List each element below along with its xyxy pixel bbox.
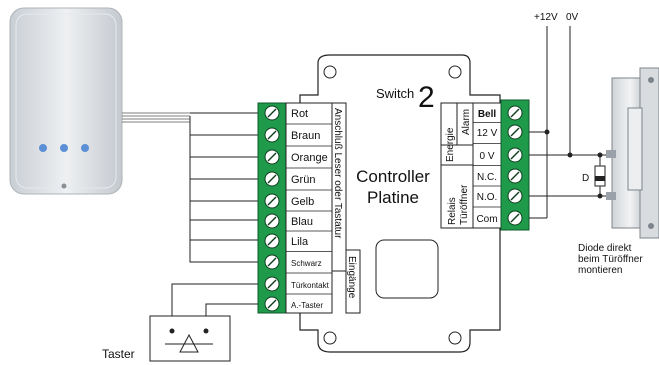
right-terminal-label: Bell: [478, 109, 497, 120]
reader-cable: [122, 112, 190, 123]
left-terminal-label: Orange: [291, 152, 328, 164]
right-terminal-label: 12 V: [477, 128, 498, 139]
left-terminal-label: Rot: [291, 108, 308, 120]
inputs-group-label: Eingänge: [346, 256, 357, 299]
brand-number: 2: [418, 81, 435, 114]
plus-12v-label: +12V: [534, 12, 558, 23]
board-chip-outline: [375, 239, 439, 299]
left-terminal-label: A.-Taster: [291, 301, 323, 310]
left-terminal-label: Türkontakt: [291, 281, 330, 290]
door-opener-device: [606, 67, 659, 239]
alarm-group-label: Alarm: [461, 109, 472, 135]
zero-v-label: 0V: [566, 12, 579, 23]
reader-led-2: [60, 144, 68, 152]
diode-note-line-2: beim Türöffner: [578, 254, 643, 265]
card-reader-device: [9, 7, 123, 195]
right-terminal-label: Com: [476, 214, 497, 225]
power-wires: [529, 26, 610, 219]
left-terminal-label: Braun: [291, 130, 320, 142]
right-terminal-label: N.C.: [477, 172, 497, 183]
left-terminal-label: Grün: [291, 174, 315, 186]
junction-dot: [567, 152, 573, 158]
diode-label: D: [582, 173, 589, 184]
controller-title: Controller: [356, 167, 430, 186]
right-terminal-label: 0 V: [479, 151, 494, 162]
left-terminal-label: Blau: [291, 216, 313, 228]
brand-prefix: Switch: [376, 86, 414, 101]
controller-subtitle: Platine: [367, 188, 419, 207]
reader-wires: [189, 112, 258, 263]
junction-dot: [597, 152, 603, 158]
right-terminal-label: N.O.: [477, 192, 498, 203]
junction-dot: [597, 193, 603, 199]
diode-note-line-1: Diode direkt: [578, 243, 632, 254]
reader-led-3: [81, 144, 89, 152]
left-terminal-label: Schwarz: [291, 259, 322, 268]
push-button-symbol: [149, 315, 231, 362]
junction-dot: [544, 129, 550, 135]
reader-group-label: Anschluß Leser oder Tastatur: [332, 108, 343, 239]
reader-led-1: [39, 144, 47, 152]
left-terminal-block: RotBraunOrangeGrünGelbBlauLilaSchwarzTür…: [257, 102, 361, 314]
button-label: Taster: [102, 347, 135, 361]
left-terminal-label: Gelb: [291, 196, 314, 208]
right-terminal-block: Bell 12 V 0 V N.C. N.O. Com Energie Alarm Rel…: [440, 99, 530, 231]
relay-group-label-1: Relais: [447, 197, 458, 225]
diode-symbol: [594, 165, 606, 187]
relay-group-label-2: Türöffner: [459, 184, 470, 225]
diode-note-line-3: montieren: [578, 265, 622, 276]
left-terminal-label: Lila: [291, 236, 309, 248]
energy-group-label: Energie: [445, 127, 456, 162]
